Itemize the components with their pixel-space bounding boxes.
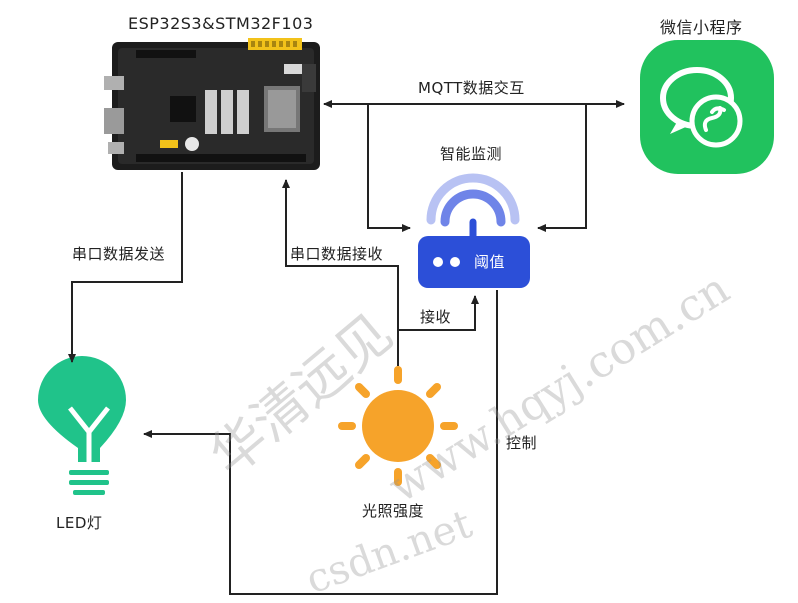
router-icon xyxy=(418,173,530,288)
serial-receive-label: 串口数据接收 xyxy=(290,245,384,263)
control-label: 控制 xyxy=(506,434,538,452)
sun-icon xyxy=(338,366,458,486)
mqtt-to-router-left-arrow xyxy=(367,104,411,232)
serial-send-arrow xyxy=(68,172,183,363)
receive-arrow xyxy=(398,295,479,331)
light-intensity-label: 光照强度 xyxy=(362,502,425,520)
control-arrow xyxy=(143,290,498,595)
dev-board-icon xyxy=(104,38,320,170)
serial-receive-arrow xyxy=(282,179,399,366)
smart-monitor-label: 智能监测 xyxy=(440,145,503,163)
wechat-title: 微信小程序 xyxy=(660,18,743,37)
wechat-mini-program-icon xyxy=(640,40,774,174)
receive-label: 接收 xyxy=(420,308,452,326)
mqtt-to-router-right-arrow xyxy=(537,104,587,232)
mqtt-label: MQTT数据交互 xyxy=(418,79,525,97)
threshold-label: 阈值 xyxy=(474,253,506,271)
light-bulb-icon xyxy=(38,356,126,495)
board-title: ESP32S3&STM32F103 xyxy=(128,14,314,33)
led-label: LED灯 xyxy=(56,514,103,532)
serial-send-label: 串口数据发送 xyxy=(72,245,166,263)
